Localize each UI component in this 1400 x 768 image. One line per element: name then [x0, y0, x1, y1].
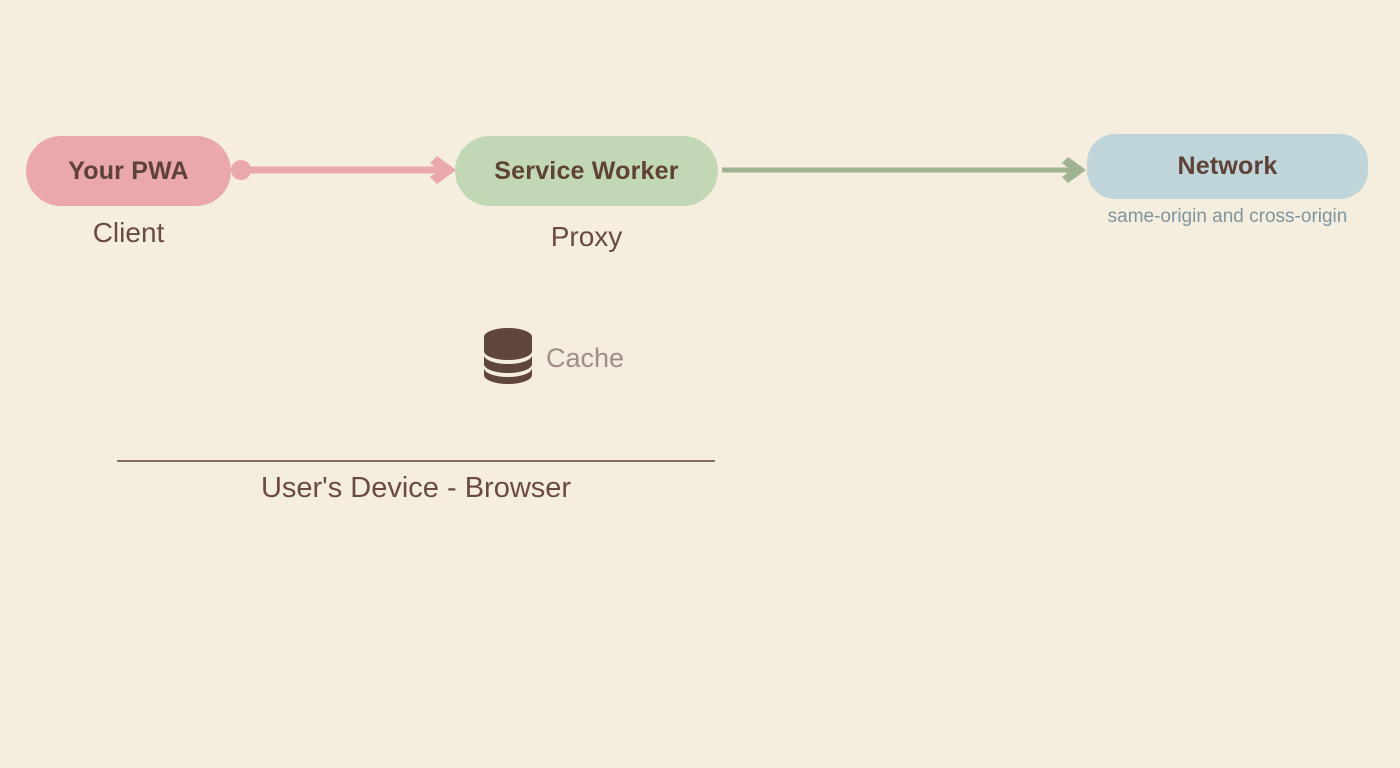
connector-service-worker-to-network	[722, 157, 1086, 183]
connector-start-dot	[231, 160, 251, 180]
node-service-worker[interactable]: Service Worker	[455, 136, 718, 206]
arrowhead-green-icon	[1062, 157, 1086, 183]
node-service-worker-label: Service Worker	[494, 156, 679, 185]
device-boundary-label: User's Device - Browser	[260, 472, 572, 504]
node-network[interactable]: Network	[1087, 134, 1368, 199]
node-your-pwa-label: Your PWA	[68, 156, 189, 185]
cache-label: Cache	[546, 342, 625, 373]
node-network-label: Network	[1177, 152, 1278, 180]
arrowhead-pink-icon	[430, 156, 456, 184]
caption-proxy: Proxy	[550, 221, 623, 252]
cache-storage-group[interactable]: Cache	[484, 328, 624, 386]
caption-network-origins: same-origin and cross-origin	[1107, 206, 1348, 227]
node-your-pwa[interactable]: Your PWA	[26, 136, 231, 206]
device-boundary-divider	[117, 460, 715, 462]
database-cylinder-icon	[484, 328, 532, 384]
caption-client: Client	[92, 217, 165, 248]
connector-pwa-to-service-worker	[231, 156, 456, 184]
